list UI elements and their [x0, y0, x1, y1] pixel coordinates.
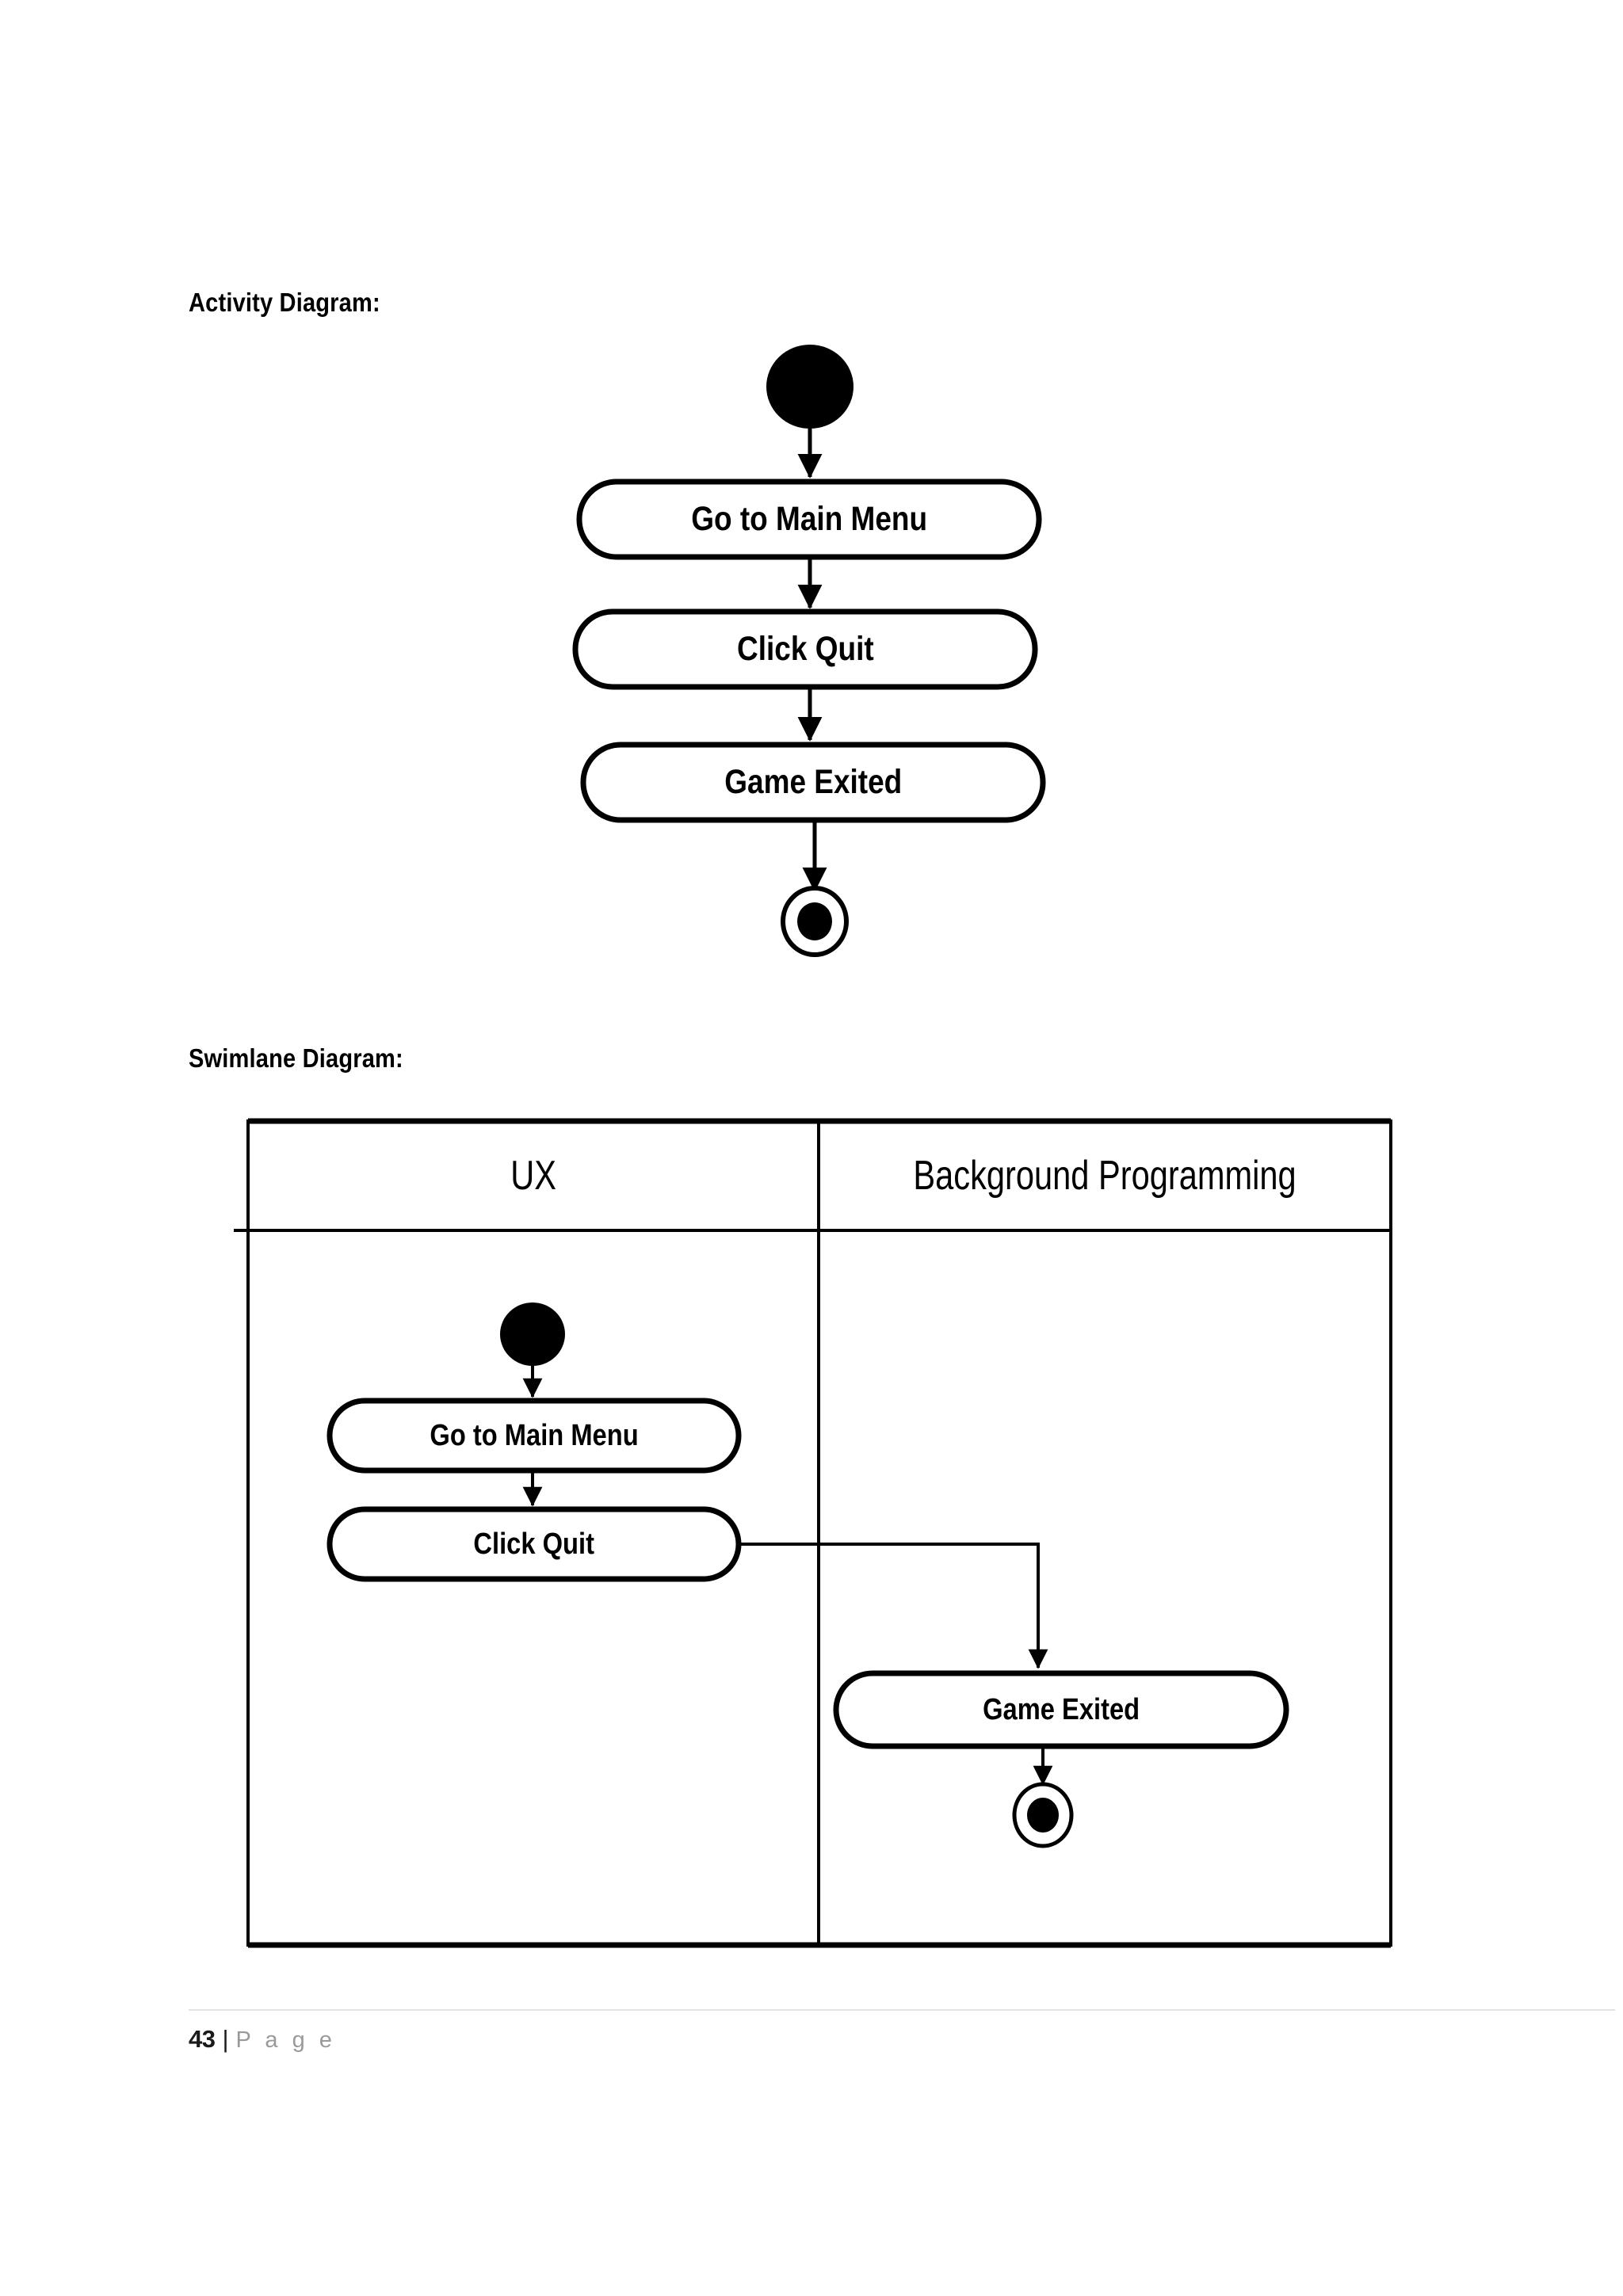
swimlane-diagram: UX Background Programming Go to Main Men… [0, 1109, 1623, 1957]
activity-diagram: Go to Main Menu Click Quit Game Exited [0, 317, 1623, 1006]
swimlane-edge-click-quit-to-game-exited [739, 1543, 1048, 1669]
activity-diagram-caption: Activity Diagram: [189, 288, 380, 317]
footer-separator: | [222, 2025, 229, 2053]
swimlane-node-game-exited [833, 1670, 1289, 1749]
activity-node-go-to-main-menu [576, 479, 1042, 560]
swimlane-diagram-canvas [234, 1118, 1392, 1948]
activity-node-click-quit [572, 608, 1038, 690]
swimlane-diagram-caption: Swimlane Diagram: [189, 1043, 403, 1073]
footer-divider [189, 2009, 1615, 2011]
swimlane-end-node-core [1027, 1798, 1059, 1833]
activity-node-game-exited [580, 742, 1046, 823]
swimlane-node-click-quit [327, 1506, 742, 1582]
activity-end-node-core [797, 902, 832, 940]
footer-page-number: 43 [189, 2025, 216, 2053]
swimlane-node-go-to-main-menu [327, 1398, 742, 1474]
activity-start-node [766, 345, 854, 429]
footer-page-word: P a g e [235, 2027, 336, 2053]
activity-diagram-canvas [572, 345, 1046, 957]
footer: 43 | P a g e [189, 2025, 336, 2054]
swimlane-start-node [500, 1302, 565, 1366]
